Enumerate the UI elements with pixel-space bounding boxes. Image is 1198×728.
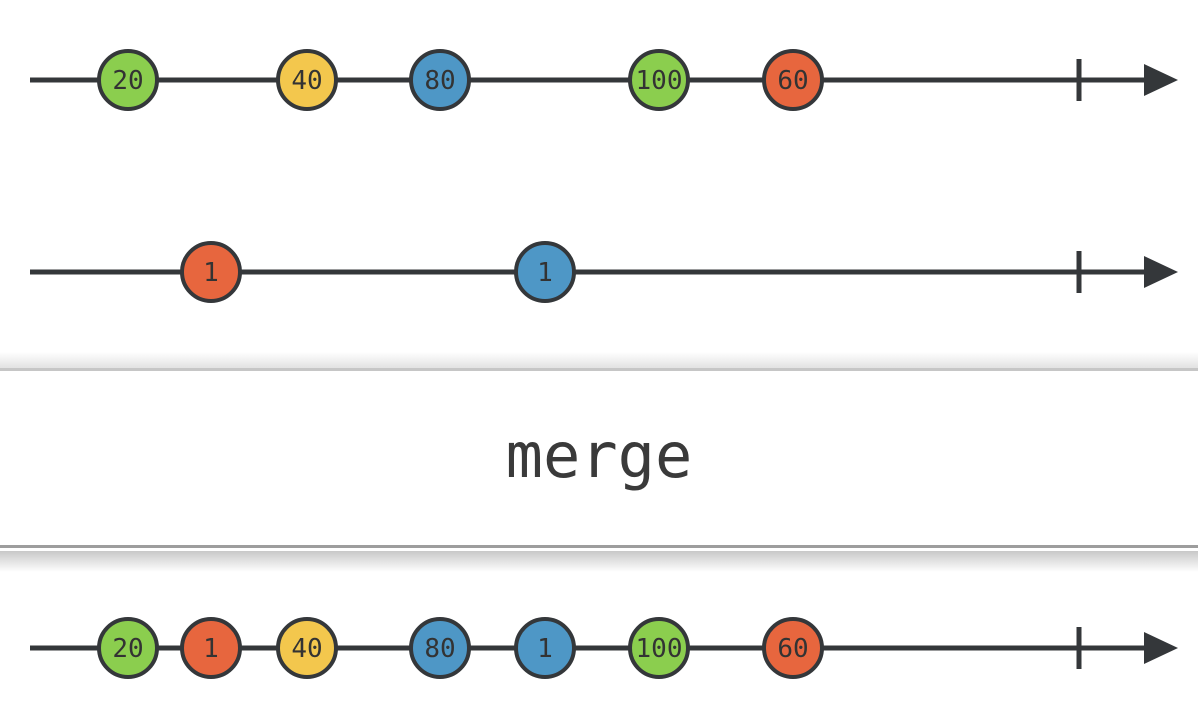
marble-value: 1 [537, 258, 553, 288]
marble-value: 1 [203, 258, 219, 288]
marble-circle [628, 617, 690, 679]
operator-label: merge [505, 419, 693, 492]
marble-circle [276, 49, 338, 111]
operator-box-top-shadow [0, 352, 1198, 368]
marble-circle [514, 617, 576, 679]
marble: 100 [628, 617, 690, 679]
marble: 40 [276, 49, 338, 111]
marble-circle [276, 617, 338, 679]
marble-value: 40 [291, 634, 322, 664]
marble-value: 20 [112, 66, 143, 96]
marble: 100 [628, 49, 690, 111]
marble: 1 [514, 241, 576, 303]
marble-circle [514, 241, 576, 303]
timeline-output: 20 1 40 80 1 100 60 [30, 617, 1178, 679]
marble-value: 60 [777, 634, 808, 664]
marble-value: 100 [636, 66, 683, 96]
arrowhead-icon [1144, 632, 1178, 664]
marble: 20 [97, 617, 159, 679]
marble-value: 80 [424, 634, 455, 664]
marble: 20 [97, 49, 159, 111]
marble-circle [762, 49, 824, 111]
marble: 60 [762, 617, 824, 679]
marble-value: 1 [537, 634, 553, 664]
marble: 80 [409, 617, 471, 679]
timeline-source-1: 20 40 80 100 60 [30, 49, 1178, 111]
marble-value: 20 [112, 634, 143, 664]
marble-circle [180, 241, 242, 303]
marble-circle [409, 617, 471, 679]
marble: 80 [409, 49, 471, 111]
marble-circle [628, 49, 690, 111]
marble-value: 40 [291, 66, 322, 96]
marble: 1 [180, 617, 242, 679]
arrowhead-icon [1144, 64, 1178, 96]
marble-circle [762, 617, 824, 679]
marble-circle [97, 49, 159, 111]
operator-box: merge [0, 368, 1198, 548]
marble-circle [97, 617, 159, 679]
arrowhead-icon [1144, 256, 1178, 288]
marble: 1 [514, 617, 576, 679]
marble: 40 [276, 617, 338, 679]
operator-box-bottom-shadow [0, 551, 1198, 572]
marble-value: 100 [636, 634, 683, 664]
marble-value: 1 [203, 634, 219, 664]
marble-circle [180, 617, 242, 679]
marble-value: 80 [424, 66, 455, 96]
marble-value: 60 [777, 66, 808, 96]
marble-circle [409, 49, 471, 111]
marble: 1 [180, 241, 242, 303]
marble: 60 [762, 49, 824, 111]
